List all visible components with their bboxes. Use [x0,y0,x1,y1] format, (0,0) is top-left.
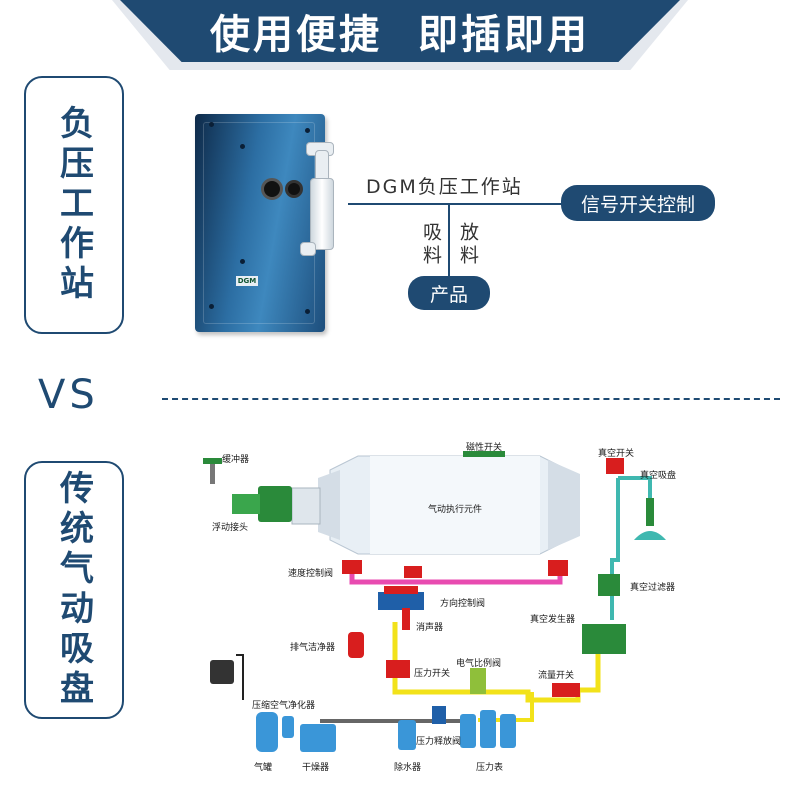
exhaust-cleaner [348,632,364,658]
side-label-traditional: 传统气动吸盘 [53,470,94,710]
flow-line-horizontal [348,203,578,205]
vs-label: VS [38,372,99,418]
label-tank: 气罐 [254,763,273,773]
magnetic-switch [463,451,505,457]
flow-switch [552,683,580,697]
proportional-valve [470,668,486,694]
vacuum-switch-red [606,458,624,474]
release-label: 放料 [457,222,479,268]
electrical-connector [261,178,283,200]
label-gauge: 压力表 [476,763,504,773]
pressure-gauge-unit [460,714,476,748]
vacuum-generator [582,624,626,654]
label-water-remover: 除水器 [394,763,422,773]
side-label-box-traditional: 传统气动吸盘 [24,461,124,719]
label-cylinder: 气动执行元件 [428,505,483,515]
product-pill: 产品 [408,276,490,310]
label-vacuum-filter: 真空过滤器 [630,583,676,593]
direction-control-valve [378,592,424,610]
label-suction-cup: 真空吸盘 [640,471,677,481]
label-exhaust-cleaner: 排气洁净器 [290,643,336,653]
label-vacuum-switch: 真空开关 [598,449,635,459]
station-label: DGM负压工作站 [366,176,523,198]
label-magnet-switch: 磁性开关 [466,443,503,453]
label-float-joint: 浮动接头 [212,523,249,533]
speed-valve-right [548,560,568,576]
brand-logo: DGM [236,276,258,286]
label-flow-switch: 流量开关 [538,671,575,681]
pink-pipe [349,565,563,585]
silencer [402,608,410,630]
label-direction-valve: 方向控制阀 [440,599,486,609]
pressure-switch [386,660,410,678]
label-air-purifier: 压缩空气净化器 [252,701,316,711]
float-joint [258,486,292,522]
side-label-box-station: 负压工作站 [24,76,124,334]
suction-cup [634,531,666,540]
yellow-pipe [392,622,601,703]
suck-label: 吸料 [420,222,442,268]
label-buffer: 缓冲器 [222,455,250,465]
header-title-left: 使用便捷 [210,12,382,58]
vacuum-filter [598,574,620,596]
header-title-right: 即插即用 [418,12,590,58]
vacuum-filter-tube [310,178,334,250]
label-pressure-switch: 压力开关 [414,669,451,679]
water-remover [398,720,416,750]
compressor-motor [210,660,234,684]
signal-control-pill: 信号开关控制 [561,185,715,221]
buffer [210,460,215,484]
label-proportional-valve: 电气比例阀 [456,659,502,669]
teal-pipe [610,478,620,620]
flow-line-vertical [448,203,450,287]
label-relief-valve: 压力释放阀 [416,737,462,747]
dashed-divider [162,398,780,400]
label-dryer: 干燥器 [302,763,330,773]
speed-valve-left [342,560,362,574]
label-silencer: 消声器 [416,623,444,633]
label-vacuum-generator: 真空发生器 [530,615,576,625]
relief-valve [432,706,446,724]
label-speed-valve: 速度控制阀 [288,569,334,579]
air-tank [256,712,278,752]
side-label-station: 负压工作站 [53,105,94,305]
header-banner: 使用便捷 即插即用 [120,0,680,62]
dryer [300,724,336,752]
